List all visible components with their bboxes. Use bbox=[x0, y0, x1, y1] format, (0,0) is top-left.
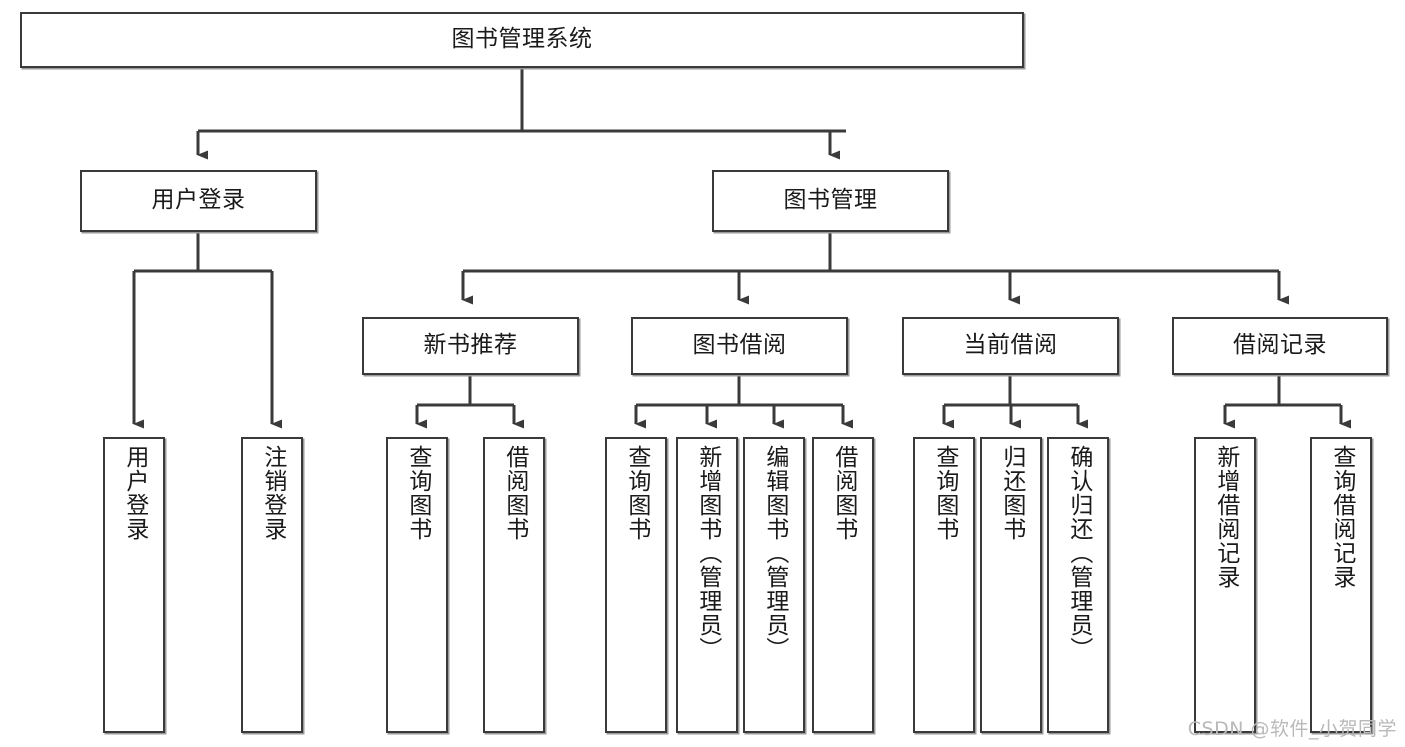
node-leaf-borrow-book-recommend[interactable]: 借阅图书 bbox=[483, 437, 545, 733]
node-leaf-query-borrow-record[interactable]: 查询借阅记录 bbox=[1310, 437, 1372, 733]
node-leaf-return-book[interactable]: 归还图书 bbox=[980, 437, 1042, 733]
watermark-text: CSDN @软件_小贺同学 bbox=[1187, 718, 1397, 740]
node-book-manage[interactable]: 图书管理 bbox=[712, 170, 949, 232]
edges-root-to-level2 bbox=[196, 68, 846, 160]
node-label: 借阅图书 bbox=[830, 445, 857, 541]
node-new-book-recommend[interactable]: 新书推荐 bbox=[362, 317, 579, 375]
node-leaf-confirm-return[interactable]: 确认归还（管理员） bbox=[1047, 437, 1109, 733]
node-leaf-query-book-borrow[interactable]: 查询图书 bbox=[605, 437, 667, 733]
node-leaf-borrow-book[interactable]: 借阅图书 bbox=[812, 437, 874, 733]
node-leaf-logout-login[interactable]: 注销登录 bbox=[241, 437, 303, 733]
node-label: 新书推荐 bbox=[423, 332, 518, 359]
node-book-borrow[interactable]: 图书借阅 bbox=[631, 317, 848, 375]
node-root-book-management-system[interactable]: 图书管理系统 bbox=[20, 12, 1024, 68]
node-label: 借阅记录 bbox=[1233, 332, 1327, 359]
node-label: 确认归还（管理员） bbox=[1065, 445, 1092, 661]
node-label: 查询图书 bbox=[404, 445, 431, 541]
node-borrow-record[interactable]: 借阅记录 bbox=[1172, 317, 1388, 375]
edges-userlogin-to-leaves bbox=[132, 232, 282, 429]
node-leaf-add-borrow-record[interactable]: 新增借阅记录 bbox=[1194, 437, 1256, 733]
node-label: 查询借阅记录 bbox=[1328, 445, 1355, 589]
node-leaf-user-login[interactable]: 用户登录 bbox=[103, 437, 165, 733]
node-user-login[interactable]: 用户登录 bbox=[80, 170, 317, 232]
node-label: 注销登录 bbox=[259, 445, 286, 541]
node-label: 图书管理 bbox=[783, 187, 878, 214]
node-leaf-query-book-current[interactable]: 查询图书 bbox=[913, 437, 975, 733]
node-label: 归还图书 bbox=[998, 445, 1025, 541]
node-label: 用户登录 bbox=[121, 445, 148, 541]
edges-newbook-to-leaves bbox=[415, 375, 524, 429]
node-label: 图书借阅 bbox=[692, 332, 787, 359]
node-label: 新增借阅记录 bbox=[1212, 445, 1239, 589]
node-label: 查询图书 bbox=[931, 445, 958, 541]
node-leaf-query-book-recommend[interactable]: 查询图书 bbox=[386, 437, 448, 733]
node-leaf-edit-book[interactable]: 编辑图书（管理员） bbox=[743, 437, 805, 733]
node-label: 当前借阅 bbox=[963, 332, 1058, 359]
edges-bookmanage-to-level3 bbox=[461, 232, 1289, 305]
node-label: 查询图书 bbox=[623, 445, 650, 541]
edges-borrowrecord-to-leaves bbox=[1223, 375, 1351, 429]
node-label: 新增图书（管理员） bbox=[694, 445, 721, 661]
node-label: 借阅图书 bbox=[501, 445, 528, 541]
node-label: 编辑图书（管理员） bbox=[761, 445, 788, 661]
edges-bookborrow-to-leaves bbox=[634, 375, 853, 429]
edges-currentborrow-to-leaves bbox=[942, 375, 1088, 429]
node-label: 图书管理系统 bbox=[451, 26, 593, 53]
node-leaf-add-book[interactable]: 新增图书（管理员） bbox=[676, 437, 738, 733]
node-current-borrow[interactable]: 当前借阅 bbox=[902, 317, 1119, 375]
node-label: 用户登录 bbox=[151, 187, 246, 214]
